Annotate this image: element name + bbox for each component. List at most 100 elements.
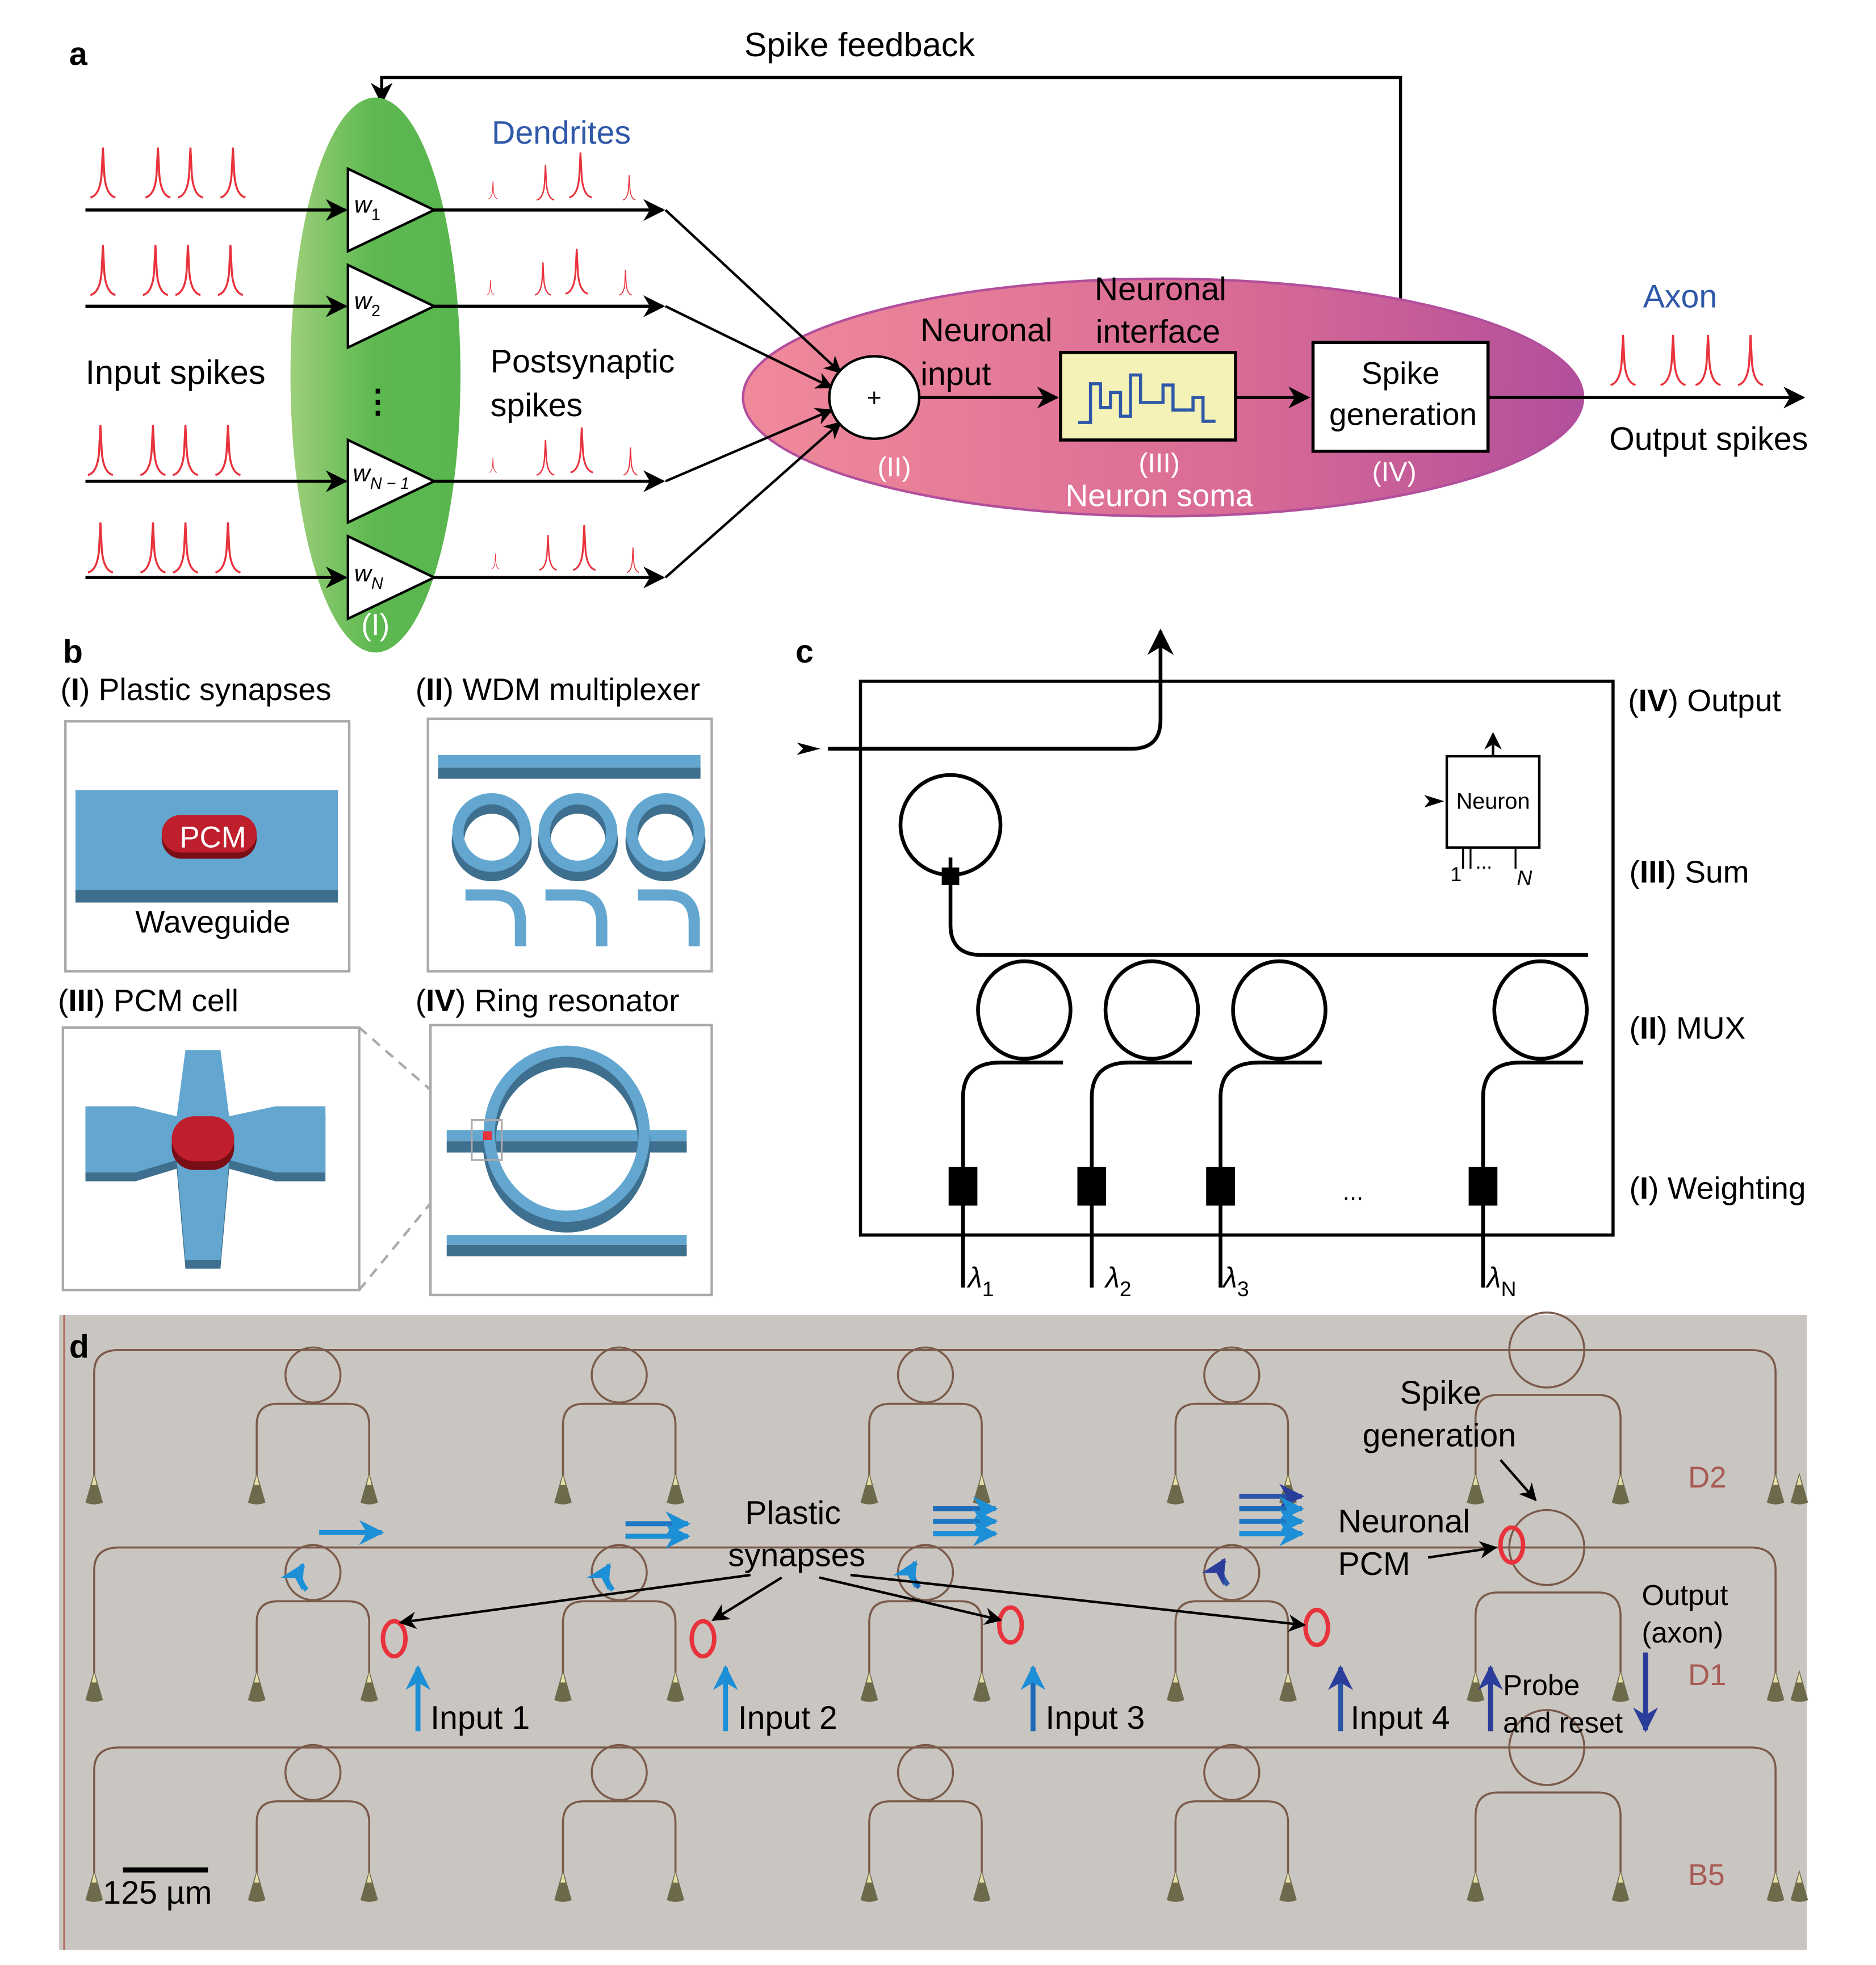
circuit-row [85, 1709, 1808, 1902]
ring-unit [248, 1744, 378, 1902]
chip-label-d1: D1 [1688, 1658, 1727, 1692]
row-label-weighting: (I) Weighting [1630, 1170, 1806, 1205]
ring-unit [554, 1346, 685, 1505]
svg-text:Input 1: Input 1 [430, 1700, 530, 1736]
ring-unit [1166, 1346, 1297, 1505]
svg-text:Input 2: Input 2 [738, 1700, 838, 1736]
wavelength-labels: λ1 λ2 λ3 λN [966, 1262, 1517, 1301]
svg-text:Output: Output [1642, 1579, 1728, 1611]
synapse-ellipse [290, 97, 460, 653]
neuronal-input-label-1: Neuronal [920, 312, 1052, 349]
neuron-unit [1467, 1509, 1630, 1702]
spike-gen-label-1: Spike [1362, 355, 1440, 391]
row-label-mux: (II) MUX [1630, 1011, 1746, 1046]
micrograph-background [59, 1315, 1807, 1950]
channel-2 [1077, 959, 1200, 1288]
svg-text:Input 3: Input 3 [1045, 1700, 1145, 1736]
postsynaptic-lines [434, 199, 842, 589]
svg-text:wN − 1: wN − 1 [353, 460, 409, 493]
weight-w1: w1 [346, 166, 437, 254]
weight-wn: wN [346, 534, 437, 621]
wdm-multiplexer-illustration [426, 717, 713, 973]
sub-iii-title: (III) PCM cell [58, 983, 238, 1018]
svg-text:w2: w2 [354, 287, 380, 320]
svg-text:w1: w1 [354, 191, 380, 224]
axon-label: Axon [1643, 279, 1717, 315]
feedback-line [370, 76, 1402, 340]
wavelength-flow-arrows [280, 1484, 1305, 1592]
chip-label-d2: D2 [1688, 1461, 1727, 1494]
output-axon: Output (axon) [1633, 1579, 1728, 1733]
sum-node: + [828, 355, 921, 440]
svg-text:1: 1 [1451, 864, 1462, 886]
panel-d: d D2 D1 B5 [59, 1311, 1808, 1950]
neuron-unit [1467, 1709, 1630, 1902]
plastic-synapses-label-1: Plastic [745, 1495, 841, 1531]
probe-and-reset: Probe and reset [1478, 1665, 1623, 1738]
neuronal-interface-box [1059, 351, 1237, 442]
sum-stage-label: (II) [877, 452, 911, 483]
row-label-sum: (III) Sum [1630, 854, 1749, 889]
neuronal-pcm-label-1: Neuronal [1338, 1503, 1470, 1540]
scale-bar-label: 125 µm [103, 1875, 212, 1911]
input-2: Input 2 [713, 1665, 838, 1736]
neuron-block: Neuron 1 ... N [1424, 732, 1541, 890]
channel-3 [1206, 959, 1328, 1288]
annotation-arrows [399, 1459, 1537, 1632]
chip-label-b5: B5 [1688, 1858, 1725, 1892]
output-waveguide [828, 629, 1174, 751]
svg-text:...: ... [1476, 851, 1492, 873]
waveguide-label: Waveguide [135, 904, 290, 939]
row-labels: (IV) Output (III) Sum (II) MUX (I) Weigh… [1628, 683, 1806, 1206]
input-1: Input 1 [405, 1665, 530, 1736]
ring-unit [1166, 1744, 1297, 1902]
pcm-label: PCM [179, 821, 246, 854]
ring-unit [248, 1346, 378, 1505]
svg-text:λ3: λ3 [1221, 1262, 1249, 1301]
spike-gen-label-2: generation [1363, 1417, 1517, 1453]
input-lines [85, 199, 348, 589]
pcm-cell-illustration [61, 1026, 361, 1292]
panel-a-label: a [69, 36, 88, 72]
synapse-stage-label: (I) [361, 608, 390, 642]
ring-unit [860, 1346, 991, 1505]
panel-c: c Neuron 1 ... N ... [795, 629, 1806, 1301]
spike-generation-box [1311, 341, 1490, 453]
weight-w2: w2 [346, 263, 437, 350]
svg-text:N: N [1517, 866, 1532, 890]
weight-wn-1: wN − 1 [346, 438, 437, 525]
ring-resonator-illustration [429, 1024, 713, 1297]
spike-feedback-label: Spike feedback [744, 26, 975, 64]
interface-label-2: interface [1096, 313, 1221, 350]
ring-unit [554, 1744, 685, 1902]
panel-b-label: b [63, 634, 83, 670]
input-4: Input 4 [1328, 1665, 1450, 1736]
input-3: Input 3 [1020, 1665, 1145, 1736]
postsynaptic-label-1: Postsynaptic [491, 343, 675, 380]
spikegen-stage-label: (IV) [1372, 457, 1417, 488]
svg-text:Neuron: Neuron [1456, 789, 1530, 814]
svg-text:λN: λN [1485, 1262, 1517, 1301]
neuronal-pcm-label-2: PCM [1338, 1546, 1410, 1582]
ring-unit [860, 1744, 991, 1902]
dendrites-label: Dendrites [492, 115, 631, 151]
interface-label-1: Neuronal [1095, 271, 1226, 307]
panel-d-label: d [69, 1329, 89, 1365]
interface-stage-label: (III) [1138, 448, 1180, 479]
sub-iv-title: (IV) Ring resonator [416, 983, 680, 1018]
panel-a: a Spike feedback (I) Input spikes [69, 26, 1808, 653]
weight-amplifiers: w1 w2 ⋮ wN − 1 wN [346, 166, 437, 621]
svg-text:wN: wN [354, 560, 383, 593]
svg-text:+: + [867, 384, 882, 412]
svg-text:Probe: Probe [1503, 1669, 1580, 1701]
spike-gen-label-1: Spike [1400, 1375, 1481, 1411]
svg-text:Input 4: Input 4 [1351, 1700, 1450, 1736]
output-spikes-label: Output spikes [1609, 421, 1808, 458]
plastic-synapse-illustration: PCM Waveguide [64, 720, 351, 973]
sub-ii-title: (II) WDM multiplexer [416, 672, 700, 707]
channel-1 [948, 959, 1073, 1288]
weights-ellipsis: ⋮ [362, 384, 394, 420]
zoom-line-top [358, 1027, 470, 1125]
sum-bus-waveguide [948, 857, 1588, 957]
